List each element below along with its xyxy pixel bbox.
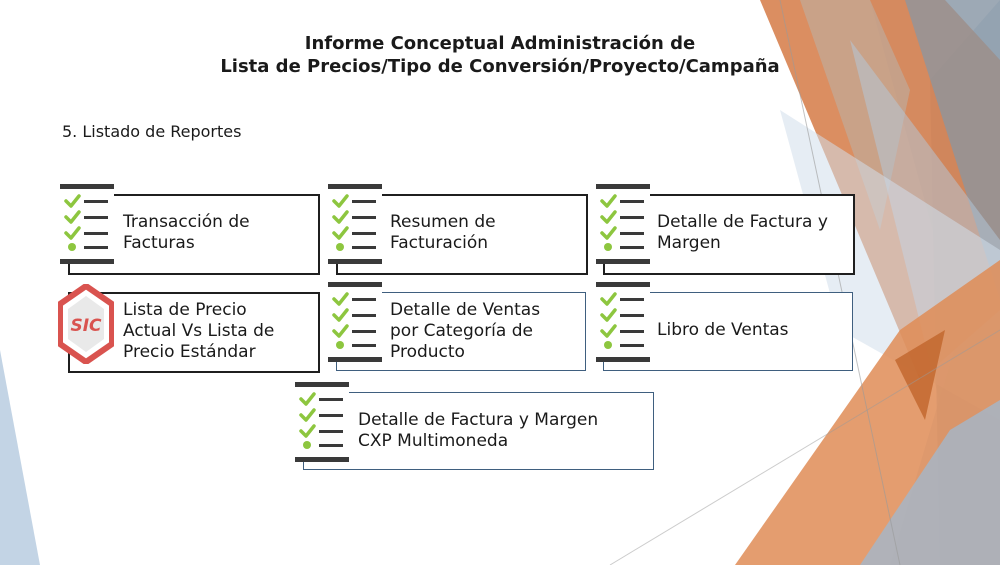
title-line-1: Informe Conceptual Administración de	[304, 33, 696, 54]
svg-text:SIC: SIC	[70, 316, 102, 336]
section-heading: 5. Listado de Reportes	[62, 122, 242, 141]
checklist-icon	[596, 184, 650, 264]
report-box-detalle-factura-cxp	[303, 392, 654, 470]
checklist-icon	[328, 282, 382, 362]
report-label: Libro de Ventas	[657, 320, 789, 340]
checklist-icon	[60, 184, 114, 264]
slide-title: Informe Conceptual Administración de Lis…	[200, 32, 800, 78]
title-line-2: Lista de Precios/Tipo de Conversión/Proy…	[220, 56, 780, 77]
checklist-icon	[596, 282, 650, 362]
checklist-icon	[328, 184, 382, 264]
sic-hexagon-icon: SIC	[58, 284, 114, 364]
checklist-icon	[295, 382, 349, 462]
